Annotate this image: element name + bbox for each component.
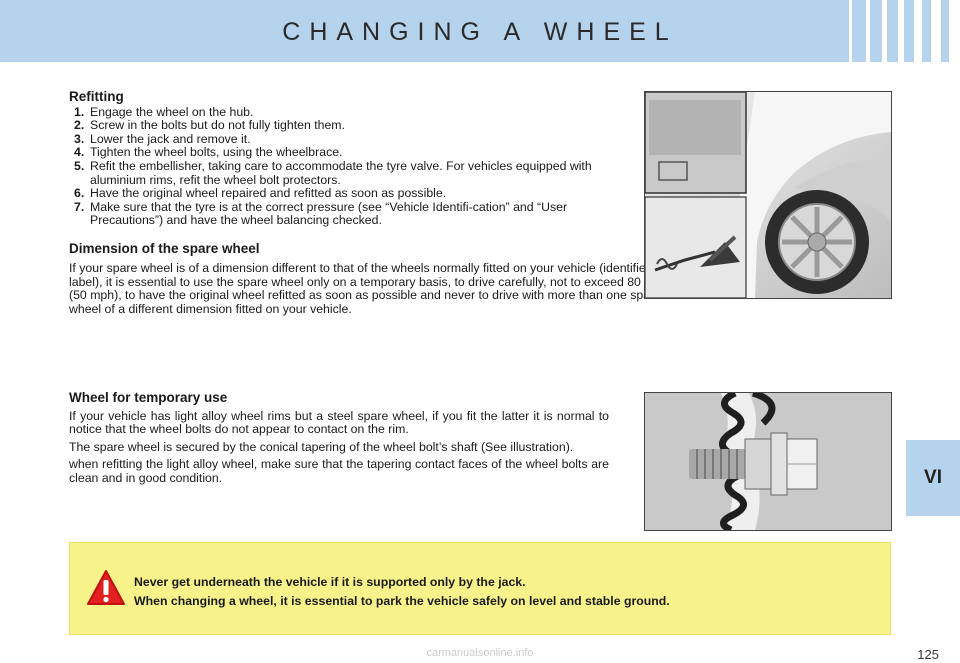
list-item: 6.Have the original wheel repaired and r… (74, 186, 447, 201)
header-stripes (849, 0, 960, 62)
warning-line-2: When changing a wheel, it is essential t… (134, 594, 670, 608)
paragraph: The spare wheel is secured by the conica… (69, 439, 574, 454)
warning-line-1: Never get underneath the vehicle if it i… (134, 575, 526, 589)
chapter-tab: VI (906, 440, 960, 516)
list-item: 2.Screw in the bolts but do not fully ti… (74, 118, 345, 133)
page-title: CHANGING A WHEEL (282, 18, 678, 46)
spare-dimension-body-wrap: If your spare wheel is of a dimension di… (69, 261, 689, 320)
list-item: 3.Lower the jack and remove it. (74, 131, 251, 146)
spare-dimension-heading: Dimension of the spare wheel (69, 241, 260, 256)
list-item: 5.Refit the embellisher, taking care to … (74, 158, 592, 187)
list-item: 7.Make sure that the tyre is at the corr… (74, 199, 568, 228)
wheel-bolt-illustration (644, 392, 892, 531)
paragraph: when refitting the light alloy wheel, ma… (69, 457, 609, 485)
spare-dimension-section: Dimension of the spare wheel (69, 242, 609, 261)
temporary-use-section: Wheel for temporary use If your vehicle … (69, 391, 609, 490)
list-item: 1.Engage the wheel on the hub. (74, 104, 254, 119)
temporary-use-heading: Wheel for temporary use (69, 390, 228, 405)
warning-box: Never get underneath the vehicle if it i… (69, 542, 891, 635)
list-item: 4.Tighten the wheel bolts, using the whe… (74, 145, 343, 160)
refitting-steps: 1.Engage the wheel on the hub. 2.Screw i… (69, 104, 609, 228)
warning-text: Never get underneath the vehicle if it i… (134, 573, 670, 611)
page-number: 125 (917, 647, 939, 662)
refitting-heading: Refitting (69, 89, 124, 104)
spare-dimension-body: If your spare wheel is of a dimension di… (69, 261, 680, 316)
warning-triangle-icon (87, 570, 125, 605)
wheel-jack-illustration (644, 91, 892, 299)
header-band: CHANGING A WHEEL (0, 0, 960, 62)
refitting-section: Refitting 1.Engage the wheel on the hub.… (69, 90, 609, 228)
paragraph: If your vehicle has light alloy wheel ri… (69, 408, 609, 437)
watermark: carmanualsonline.info (426, 647, 534, 659)
